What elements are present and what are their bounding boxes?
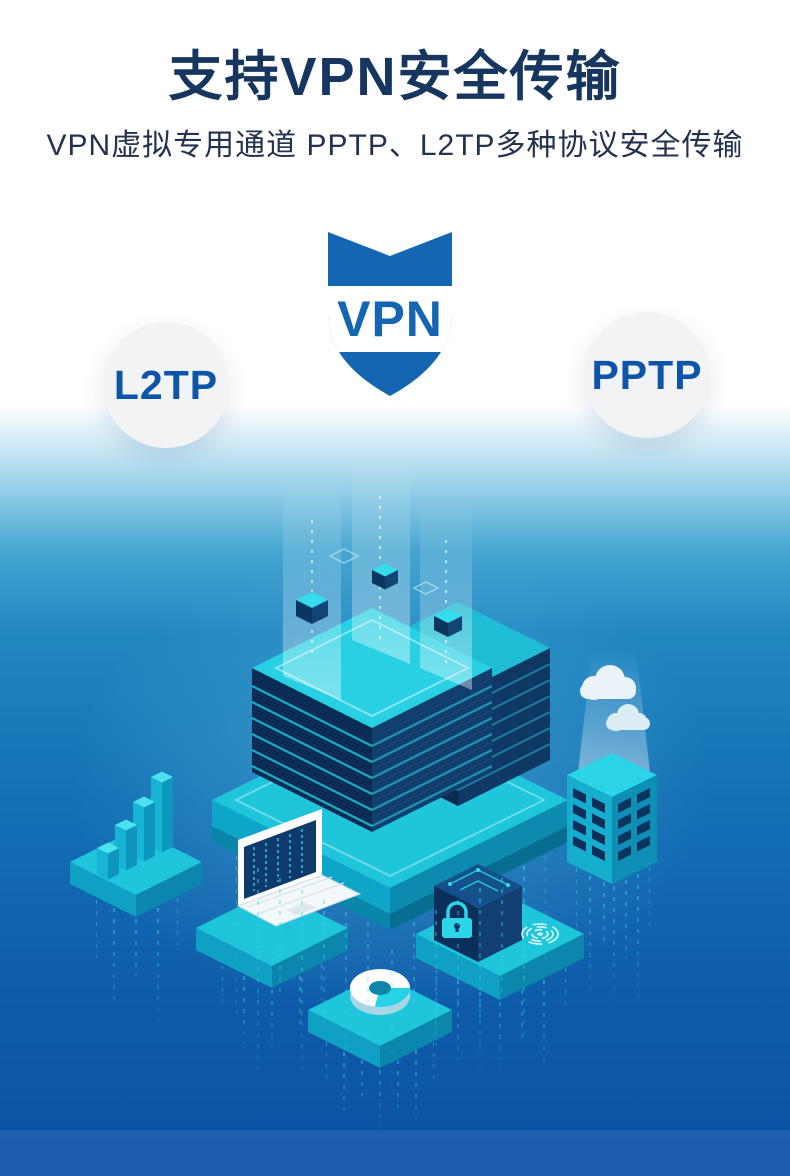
- bar-chart-3d-icon: [70, 771, 202, 917]
- l2tp-badge-label: L2TP: [113, 361, 219, 408]
- cloud-icon: [606, 704, 650, 731]
- cloud-icon: [580, 665, 636, 700]
- laptop-icon: [196, 809, 362, 988]
- donut-chart-icon: [308, 969, 452, 1068]
- circuit-icon: [448, 868, 510, 892]
- server-stack-rear: [365, 602, 551, 806]
- cloud-upload-tower: [567, 650, 657, 884]
- pptp-badge: PPTP: [584, 312, 710, 438]
- hero-text: 支持VPN安全传输 VPN虚拟专用通道 PPTP、L2TP多种协议安全传输: [0, 0, 790, 164]
- server-slots: [618, 788, 650, 862]
- light-beams: [283, 452, 472, 700]
- bottom-band: [0, 1130, 790, 1176]
- security-cube: [416, 864, 584, 1000]
- vpn-shield-icon: VPN: [320, 222, 460, 402]
- shield-graphic: [328, 232, 452, 396]
- page-title: 支持VPN安全传输: [168, 47, 622, 107]
- matrix-rain: [95, 856, 651, 1140]
- background-glow: [70, 550, 710, 1010]
- l2tp-badge: L2TP: [103, 322, 229, 448]
- floating-cubes: [296, 548, 462, 637]
- pptp-badge-label: PPTP: [591, 351, 703, 398]
- server-stack-front: [251, 608, 493, 832]
- shield-label: VPN: [337, 291, 443, 347]
- lock-icon: [442, 901, 472, 938]
- server-slots: [573, 787, 605, 861]
- page-subtitle: VPN虚拟专用通道 PPTP、L2TP多种协议安全传输: [46, 129, 744, 163]
- fingerprint-icon: [521, 923, 559, 945]
- main-platform: [212, 712, 568, 930]
